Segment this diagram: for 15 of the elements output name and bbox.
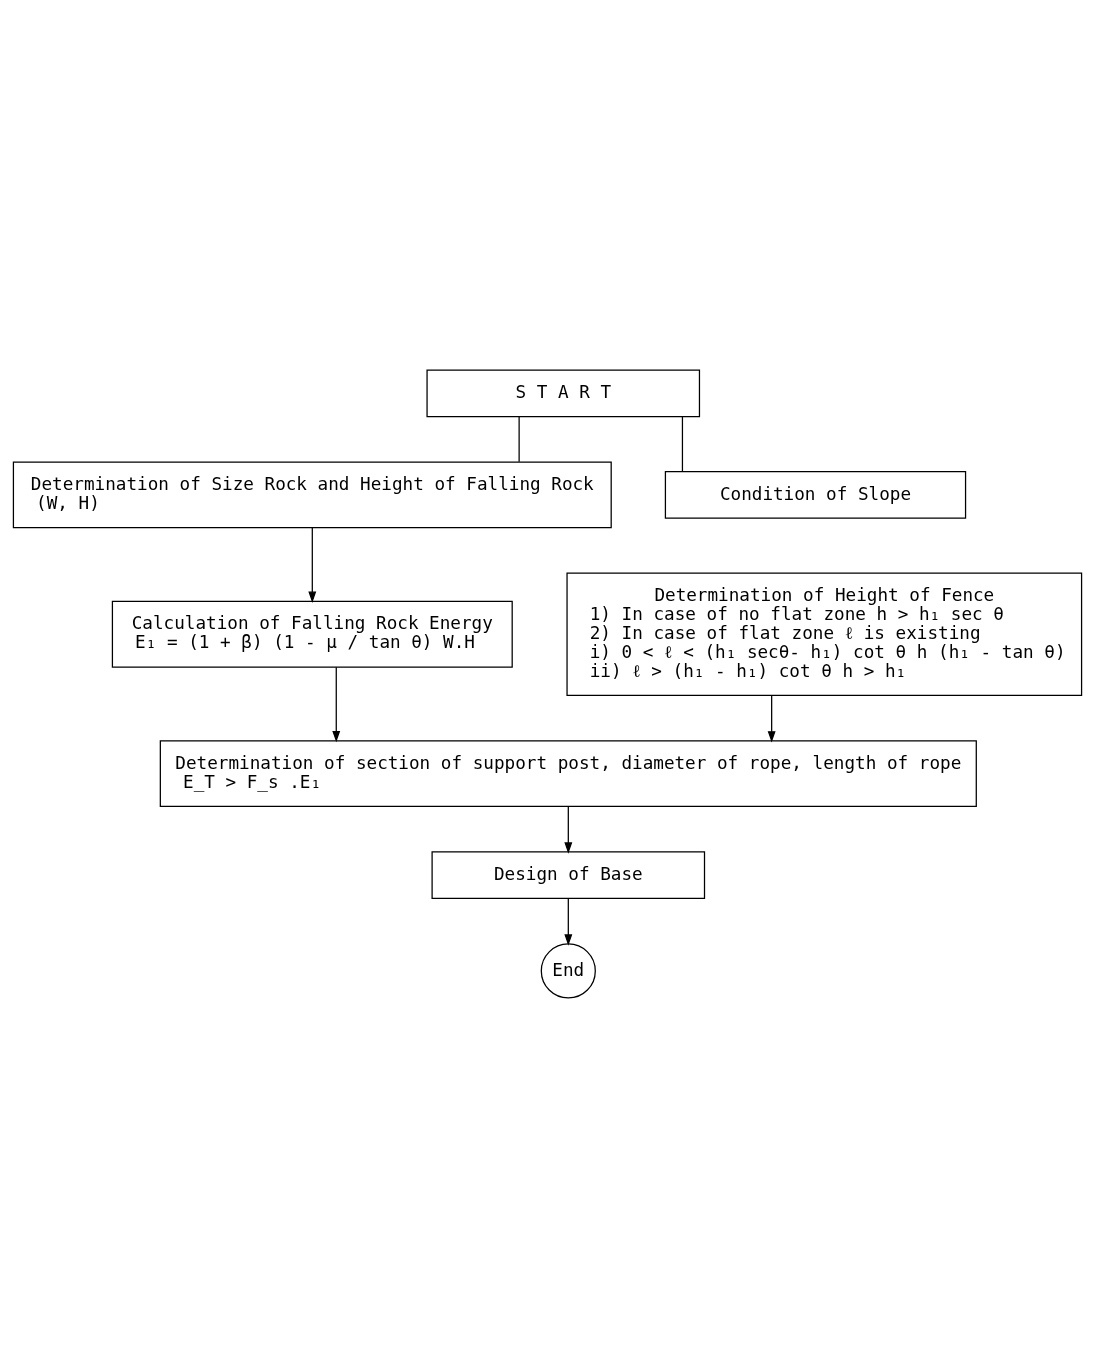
node-circle: End <box>540 943 596 999</box>
node-box: Determination of Size Rock and Height of Falling Rock (W, H) <box>12 461 612 529</box>
arrow <box>564 898 573 946</box>
node-box: Condition of Slope <box>664 470 967 519</box>
node-box: S T A R T <box>426 369 701 418</box>
connector <box>681 416 684 473</box>
node-box: Design of Base <box>431 851 706 900</box>
node-box: Calculation of Falling Rock Energy E₁ = (1 + β) (1 - μ / tan θ) W.H <box>111 600 513 668</box>
arrow <box>767 695 776 743</box>
connector <box>518 416 520 463</box>
node-box: Determination of Height of Fence 1) In case of no flat zone h > h₁ sec θ 2) In case of flat zone ℓ is existing i) 0 < ℓ < (h₁ secθ- h₁) cot θ h (h₁ - tan θ) ii) ℓ > (h₁ - h₁) cot θ h > h₁ <box>566 572 1083 697</box>
arrow <box>308 527 317 603</box>
arrow <box>564 806 573 854</box>
node-box: Determination of section of support post, diameter of rope, length of rope E_T > F_s .E₁ <box>159 740 977 807</box>
arrow <box>332 666 341 743</box>
